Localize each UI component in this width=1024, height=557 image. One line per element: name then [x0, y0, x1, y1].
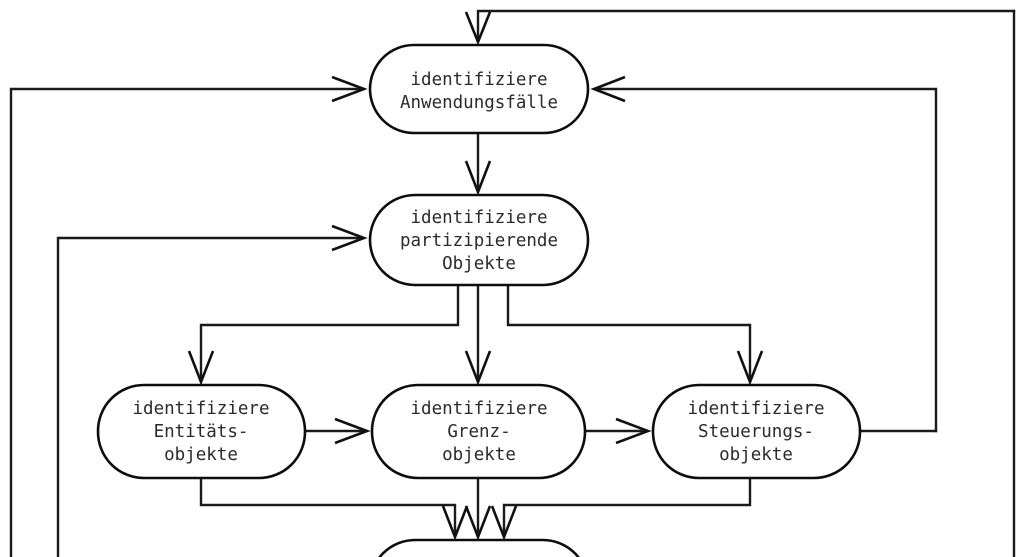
arrowhead-entitaets-to-grenz [334, 417, 371, 445]
node-entitaets-objekte-line-1: identifiziere [133, 399, 270, 419]
arrowhead-into-entitaets [187, 350, 215, 386]
node-entitaets-objekte-line-2: Entitäts- [154, 422, 249, 442]
node-entitaets-objekte-line-3: objekte [164, 445, 238, 465]
edge-steuerungs-to-bottom [502, 476, 752, 535]
arrowhead-into-steuerungs-top [736, 350, 764, 386]
arrowhead-entitaets-to-bottom [441, 505, 469, 541]
node-grenz-objekte-line-2: Grenz- [447, 422, 510, 442]
arrowhead-group [187, 11, 764, 541]
edge-entitaets-to-bottom [199, 476, 457, 535]
arrowhead-grenz-to-steuerungs [615, 417, 652, 445]
edge-group [9, 9, 1016, 557]
node-group: identifiziere Anwendungsfälle identifizi… [96, 43, 862, 557]
edge-left-return-into-partizipierende [56, 236, 363, 557]
node-steuerungs-objekte-line-2: Steuerungs- [698, 422, 814, 442]
node-anwendungsfaelle[interactable]: identifiziere Anwendungsfälle [368, 43, 590, 135]
arrowhead-grenz-to-bottom [464, 505, 492, 541]
node-grenz-objekte[interactable]: identifiziere Grenz- objekte [370, 383, 587, 480]
edge-top-return-into-anwendungsfaelle [476, 9, 1016, 40]
edge-left-return-into-anwendungsfaelle [9, 87, 363, 557]
node-grenz-objekte-line-1: identifiziere [411, 399, 548, 419]
node-partizipierende-objekte[interactable]: identifiziere partizipierende Objekte [368, 193, 590, 287]
node-steuerungs-objekte-line-1: identifiziere [688, 399, 825, 419]
node-steuerungs-objekte[interactable]: identifiziere Steuerungs- objekte [651, 383, 862, 480]
node-anwendungsfaelle-line-1: identifiziere [411, 70, 548, 90]
edge-partizipierende-to-entitaets [199, 284, 460, 380]
node-anwendungsfaelle-shape [368, 43, 590, 135]
arrowhead-into-grenz-top [464, 350, 492, 386]
node-partizipierende-objekte-line-2: partizipierende [400, 231, 558, 251]
arrowhead-top-into-anwendungsfaelle [464, 11, 492, 46]
node-entitaets-objekte[interactable]: identifiziere Entitäts- objekte [96, 383, 307, 480]
node-steuerungs-objekte-line-3: objekte [719, 445, 793, 465]
node-grenz-objekte-line-3: objekte [442, 445, 516, 465]
arrowhead-right-into-anwendungsfaelle [590, 75, 626, 103]
node-partizipierende-objekte-shape [368, 193, 590, 287]
arrowhead-left-into-partizipierende [331, 224, 368, 252]
node-bottom-cropped-shape [378, 538, 580, 557]
arrowhead-anwendungsfaelle-to-partizipierende [464, 160, 492, 196]
arrowhead-left-into-anwendungsfaelle [331, 75, 368, 103]
edge-partizipierende-to-steuerungs [506, 284, 752, 380]
node-anwendungsfaelle-line-2: Anwendungsfälle [400, 93, 558, 113]
node-bottom-cropped[interactable] [370, 538, 588, 557]
node-steuerungs-objekte-shape [651, 383, 862, 480]
node-partizipierende-objekte-line-1: identifiziere [411, 208, 548, 228]
node-entitaets-objekte-shape [96, 383, 307, 480]
node-grenz-objekte-shape [370, 383, 587, 480]
edge-right-return-into-anwendungsfaelle [595, 87, 938, 433]
arrowhead-steuerungs-to-bottom [490, 505, 518, 541]
node-partizipierende-objekte-line-3: Objekte [442, 254, 516, 274]
